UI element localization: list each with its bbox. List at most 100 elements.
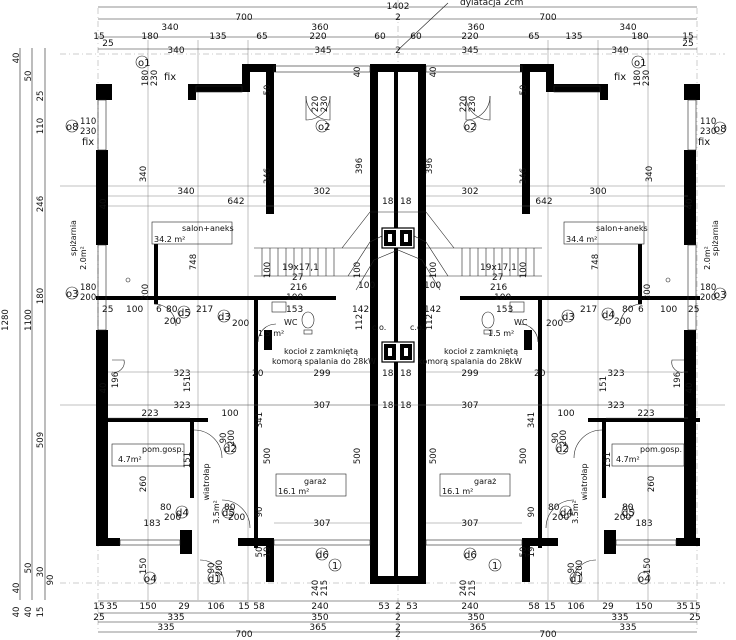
idim-200-b: 200	[232, 319, 249, 329]
idim-217-r: 217	[580, 305, 597, 315]
dim-r2-6: 60	[410, 32, 422, 42]
bdim1-1: 35	[106, 602, 117, 612]
stairs	[254, 211, 542, 291]
bdim2-1: 335	[167, 613, 184, 623]
inner-dimensions: 340 302 302 300 642 642 18 18 323 299 29…	[102, 187, 699, 529]
room-salon-left-area: 34.2 m²	[154, 235, 185, 244]
dim-top-340-l: 340	[161, 23, 178, 33]
ldim-total-1100: 1100	[24, 309, 34, 331]
idim-100-b: 100	[358, 281, 375, 291]
symbol-fix-tl: fix	[164, 72, 176, 83]
vdim-196-b: 196	[673, 372, 683, 388]
bdim4-0: 700	[235, 630, 252, 640]
ldim-8: 50	[24, 563, 34, 574]
vdim-220-b: 220	[459, 96, 469, 112]
idim-183-l: 183	[143, 519, 160, 529]
vdim-230-c: 230	[320, 96, 330, 112]
vdim-112-b: 112	[425, 314, 435, 330]
room-wc-right: WC	[514, 318, 528, 327]
idim-18-e: 18	[382, 401, 394, 411]
stairs-right-27: 27	[492, 273, 503, 283]
idim-100-r4: 100	[557, 409, 574, 419]
vdim-151-d: 151	[603, 452, 613, 468]
vdim-200-e: 200	[215, 560, 225, 576]
idim-80-e: 80	[548, 503, 560, 513]
idim-200-f: 200	[228, 513, 245, 523]
dim-r2-4: 220	[309, 32, 326, 42]
dim-r3-4: 345	[461, 46, 478, 56]
idim-25-a: 25	[102, 305, 113, 315]
bdim1-0: 15	[93, 602, 104, 612]
idim-307-l: 307	[313, 401, 330, 411]
idim-142-l: 142	[352, 305, 369, 315]
bdim1-15: 29	[602, 602, 614, 612]
dylatacja-label: dylatacja 2cm	[460, 0, 523, 8]
idim-200-a: 200	[164, 317, 181, 327]
room-co-left: c.o.	[372, 323, 386, 332]
room-wc-left-area: 1.5 m²	[258, 329, 284, 338]
symbol-d6-right: d6	[464, 550, 477, 561]
idim-153-r: 153	[496, 305, 513, 315]
vdim-180-d: 180	[700, 283, 716, 293]
idim-302-r: 302	[461, 187, 478, 197]
symbol-d3-right: d3	[562, 312, 575, 323]
dim-r2-3: 65	[256, 32, 267, 42]
room-spizarnia-right: spiżarnia	[711, 220, 720, 256]
vdim-40-a: 40	[99, 199, 109, 210]
bdim1-11: 240	[461, 602, 478, 612]
room-wiatrolap-right-area: 3.5m²	[571, 500, 580, 524]
vdim-90-e: 90	[207, 563, 217, 574]
vdim-500-c: 500	[429, 448, 439, 464]
vdim-396-l: 396	[355, 158, 365, 174]
bdim4-2: 700	[539, 630, 556, 640]
stair-annotations: 19x17,1 27 216 19x17,1 27 216	[282, 263, 517, 293]
symbol-o4-left: o4	[144, 574, 156, 585]
dim-r2-11: 15	[682, 32, 693, 42]
ldim-1: 50	[24, 71, 34, 82]
dim-r2-10: 180	[631, 32, 648, 42]
vdim-230-f: 230	[700, 127, 716, 137]
symbol-d5-left: d5	[222, 508, 235, 519]
vdim-90-a: 90	[219, 433, 229, 444]
ldim-4: 246	[36, 196, 46, 212]
dim-r3-6: 25	[682, 39, 693, 49]
bdim1-13: 15	[544, 602, 555, 612]
symbol-fix-ml: fix	[82, 137, 94, 148]
top-dimensions: 1402 dylatacja 2cm 340 700 360 2 360 700…	[93, 0, 697, 56]
vdim-90-f: 90	[567, 563, 577, 574]
room-garaz-right-area: 16.1 m²	[442, 487, 473, 496]
ldim-2: 25	[36, 91, 46, 102]
vdim-180-c: 180	[80, 283, 96, 293]
symbol-d4-right: d4	[602, 310, 615, 321]
room-wiatrolap-left: wiatrołap	[202, 463, 211, 500]
idim-18-a: 18	[382, 197, 394, 207]
walls	[96, 64, 700, 584]
bdim1-5: 15	[238, 602, 249, 612]
symbol-fix-mr: fix	[698, 137, 710, 148]
dim-top-360-r: 360	[467, 23, 484, 33]
idim-80-c: 80	[160, 503, 172, 513]
idim-25-b: 25	[688, 305, 699, 315]
vdim-200-d: 200	[559, 430, 569, 446]
symbol-o3-right: o3	[714, 290, 726, 301]
opening-symbols: o1 o1 fix fix fix fix o2 o2 o8 o8 o3 o3 …	[65, 55, 726, 585]
idim-18-b: 18	[400, 197, 412, 207]
vdim-220-a: 220	[311, 96, 321, 112]
symbol-fix-tr: fix	[614, 72, 626, 83]
symbol-d6-left: d6	[316, 550, 329, 561]
idim-307-r2: 307	[461, 519, 478, 529]
idim-183-r: 183	[635, 519, 652, 529]
vdim-110-a: 110	[80, 117, 96, 127]
vdim-100-d: 100	[519, 262, 529, 278]
bdim1-12: 58	[528, 602, 540, 612]
kociol-left-2: komorą spalania do 28kW	[272, 357, 376, 366]
bdim1-9: 2	[395, 602, 401, 612]
vdim-100-a: 100	[263, 262, 273, 278]
ldim-total-1280: 1280	[1, 309, 11, 331]
vdim-500-b: 500	[353, 448, 363, 464]
dim-r2-8: 65	[528, 32, 539, 42]
vdim-50-c: 50	[255, 547, 265, 558]
vdim-90-c: 90	[255, 507, 265, 518]
idim-20-r: 20	[534, 369, 546, 379]
